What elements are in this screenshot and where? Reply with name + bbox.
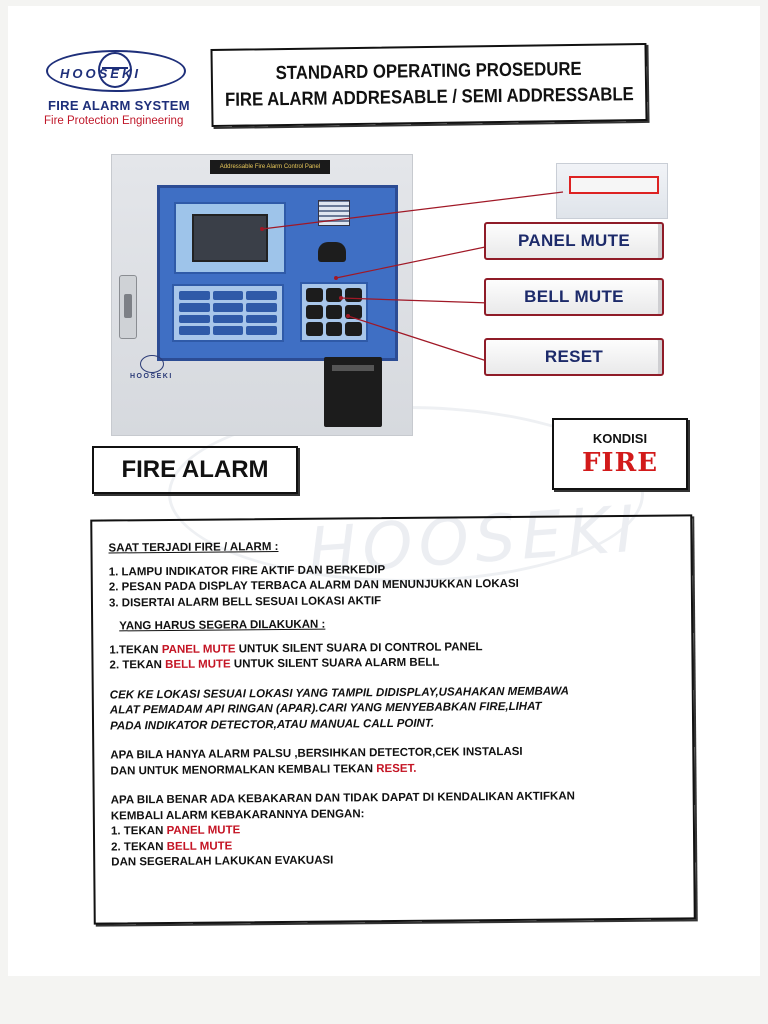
kondisi-box: KONDISI FIRE [552,418,688,490]
sop-page: HOOSEKI HOOSEKI FIRE ALARM SYSTEM Fire P… [8,6,760,976]
fire-alarm-heading: FIRE ALARM [92,446,298,494]
company-logo: HOOSEKI FIRE ALARM SYSTEM Fire Protectio… [44,48,204,127]
panel-label: Addressable Fire Alarm Control Panel [210,160,330,174]
door-latch [119,275,137,339]
logo-wordmark: HOOSEKI [60,66,141,81]
fire-indicator-thumbnail [556,163,668,219]
zone-indicator-grid [172,284,284,342]
printer-unit [324,357,382,427]
kondisi-label: KONDISI [592,430,648,446]
callout-connectors [260,191,564,363]
hooseki-logo-icon: HOOSEKI [46,48,186,92]
bell-mute-button: BELL MUTE [484,278,664,316]
phone-icon [318,242,346,262]
logo-system-text: FIRE ALARM SYSTEM [48,98,190,113]
fire-led-icon [569,176,659,194]
panel-brand-logo: HOOSEKI [130,355,178,387]
instruction-box: SAAT TERJADI FIRE / ALARM : 1. LAMPU IND… [90,514,696,925]
kondisi-value: FIRE [581,447,659,478]
control-panel-photo: Addressable Fire Alarm Control Panel HOO… [111,154,413,436]
reset-button: RESET [484,338,664,376]
panel-mute-button: PANEL MUTE [484,222,664,260]
logo-tagline: Fire Protection Engineering [44,115,184,127]
lcd-display [174,202,286,274]
